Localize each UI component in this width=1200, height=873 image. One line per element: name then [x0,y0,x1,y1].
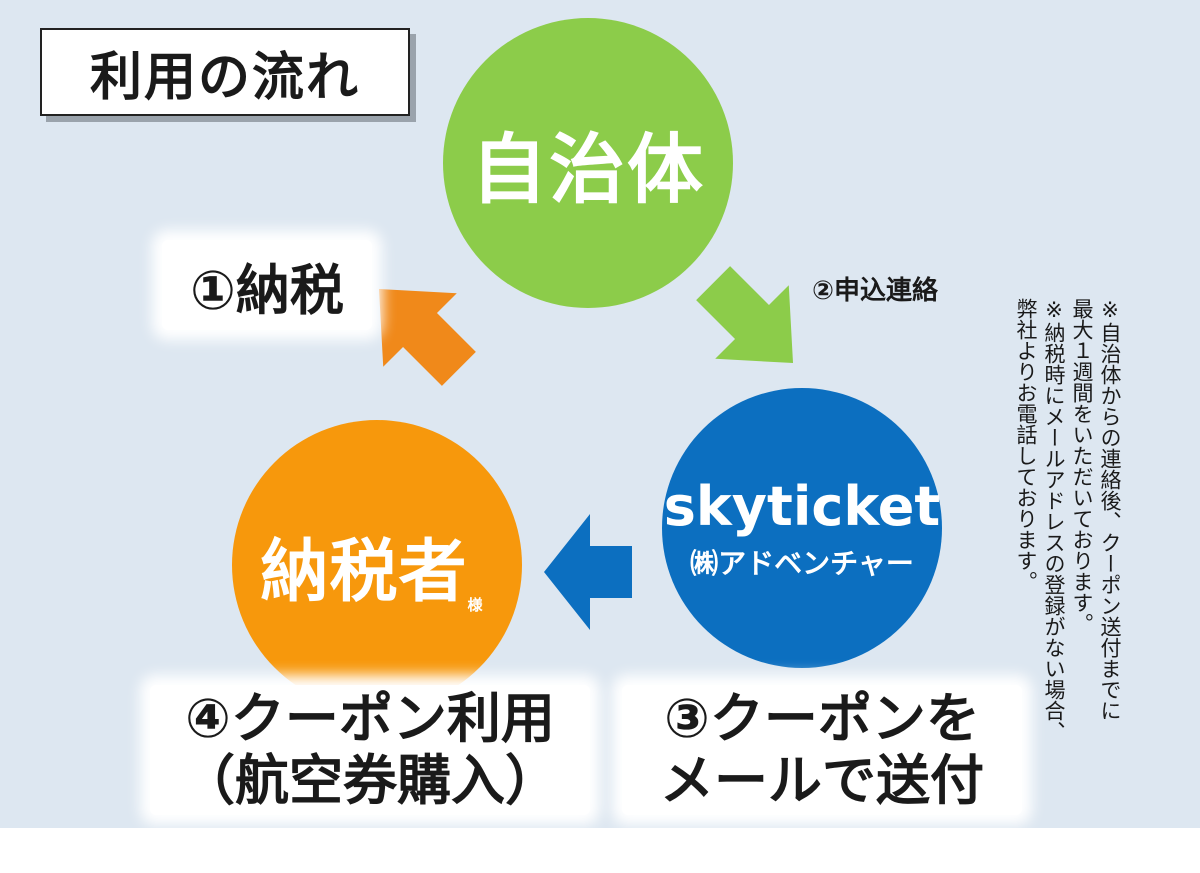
flow-diagram: 利用の流れ 自治体 skyticket ㈱アドベンチャー 納税者様 ①納税 ②申… [0,0,1200,828]
arrow-coupon-send [544,514,632,630]
skyticket-name: skyticket [663,474,941,538]
arrow-tax-payment-shape [378,288,476,386]
step-3-line-2: メールで送付 [660,749,984,812]
skyticket-company: ㈱アドベンチャー [690,546,914,580]
taxpayer-node: 納税者様 [232,420,522,710]
taxpayer-label-row: 納税者様 [260,516,483,615]
step-3-label: ③クーポンを メールで送付 [622,685,1022,815]
flow-arrows [378,266,794,630]
step-1-label: ①納税 [162,240,372,330]
skyticket-node: skyticket ㈱アドベンチャー [662,388,942,668]
arrow-coupon-send-shape [544,514,632,630]
arrow-application [696,266,794,364]
taxpayer-honorific: 様 [467,595,484,614]
arrow-application-shape [696,266,794,364]
footnote: ※自治体からの連絡後、クーポン送付までに 最大１週間をいただいております。 ※納… [1014,298,1122,742]
step-3-line-1: ③クーポンを [664,687,980,750]
taxpayer-label: 納税者 [260,532,468,612]
municipality-label: 自治体 [471,125,705,214]
diagram-title: 利用の流れ [40,28,410,116]
step-4-line-2: （航空券購入） [181,749,559,812]
arrow-tax-payment [378,288,476,386]
step-2-label: ②申込連絡 [812,276,939,306]
step-4-line-1: ④クーポン利用 [185,687,555,750]
step-4-label: ④クーポン利用 （航空券購入） [150,685,590,815]
municipality-node: 自治体 [443,18,733,308]
